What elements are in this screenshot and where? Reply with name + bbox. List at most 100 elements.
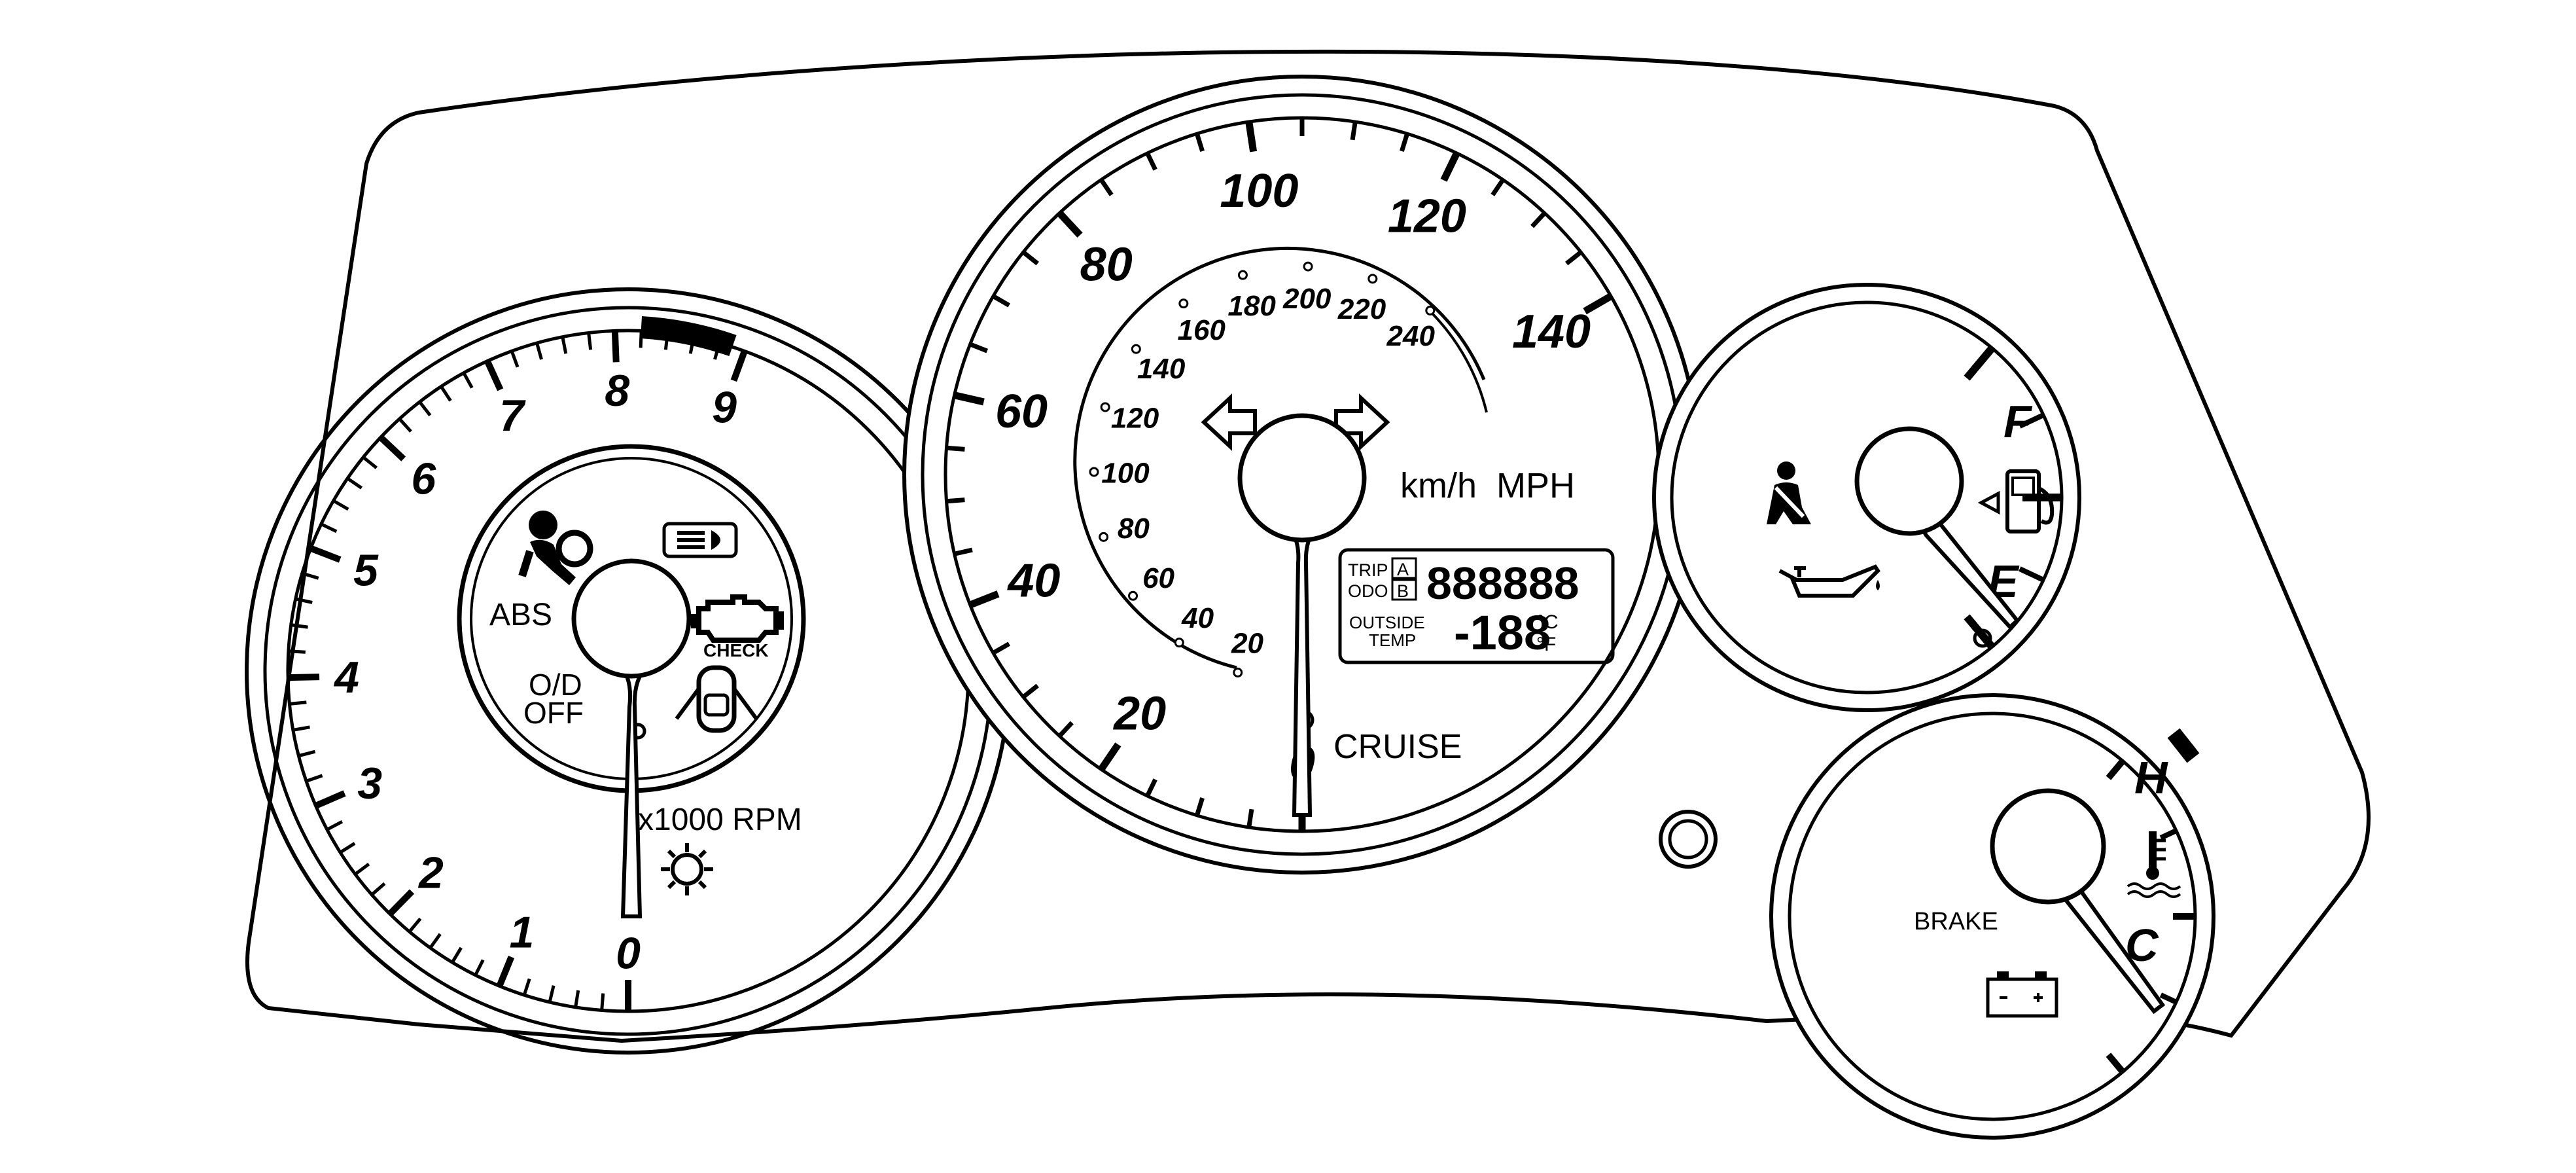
kmh-dot (1237, 270, 1248, 280)
kmh-dot (1174, 638, 1184, 648)
battery-icon (1986, 971, 2058, 1018)
tachometer-tick (510, 350, 520, 368)
tachometer-tick (429, 933, 442, 949)
odo-label: ODO (1348, 581, 1388, 601)
mph-tick (1057, 721, 1074, 738)
temperature-tick (2159, 992, 2178, 1005)
celsius-label: °C (1536, 611, 1559, 633)
kmh-dot (1128, 590, 1138, 601)
odometer-digits: 888888 (1426, 558, 1579, 609)
check-engine-label: CHECK (703, 640, 769, 660)
temperature-tick (2159, 828, 2178, 840)
mph-tick (992, 294, 1011, 308)
temperature-hub (1990, 788, 2106, 905)
mph-tick (946, 497, 965, 504)
tachometer-tick (370, 882, 386, 896)
rpm-unit-label: x1000 RPM (638, 803, 802, 837)
kmh-number: 40 (1181, 602, 1214, 634)
tachometer-tick (306, 774, 323, 783)
mph-tick (1491, 178, 1505, 196)
trip-a-label[interactable]: A (1397, 560, 1409, 579)
tachometer-tick (462, 372, 474, 389)
kmh-number: 240 (1386, 320, 1436, 352)
door-ajar-icon (675, 665, 758, 733)
kmh-dot (1100, 402, 1110, 412)
kmh-inner-arc-end (1432, 313, 1488, 413)
tachometer-number: 3 (357, 759, 382, 808)
kmh-dot (1089, 467, 1099, 477)
tachometer-hub (571, 558, 692, 679)
tachometer-tick (362, 456, 378, 469)
trip-b-label[interactable]: B (1397, 581, 1409, 601)
mph-tick (969, 342, 989, 353)
lcd-display: TRIP A ODO B 888888 OUTSIDE TEMP -188 °C… (1338, 548, 1615, 664)
mph-tick (1021, 683, 1039, 699)
mph-tick (1583, 293, 1613, 315)
outside-temp-digits: -188 (1454, 605, 1551, 660)
kmh-number: 160 (1177, 314, 1226, 346)
tachometer-tick (326, 820, 344, 831)
tachometer-tick (295, 597, 313, 604)
mph-tick (992, 641, 1011, 655)
kmh-number: 60 (1142, 562, 1174, 594)
fuel-tick (2019, 566, 2045, 583)
mph-tick (953, 547, 973, 556)
tachometer-number: 8 (605, 366, 629, 416)
tachometer-number: 5 (353, 546, 379, 596)
mph-number: 120 (1388, 190, 1466, 242)
kmh-number: 220 (1337, 293, 1386, 325)
mph-tick (968, 590, 1000, 609)
kmh-dot (1099, 532, 1109, 542)
tachometer-tick (398, 418, 412, 433)
kmh-number: 20 (1231, 628, 1263, 660)
kmh-number: 200 (1282, 283, 1332, 315)
tachometer-tick (408, 917, 422, 933)
tachometer-tick (320, 522, 338, 533)
kmh-dot (1233, 667, 1243, 677)
tachometer-tick (289, 700, 307, 706)
illumination-icon (661, 843, 713, 895)
airbag-icon (518, 511, 593, 585)
fuel-pump-icon (1977, 469, 2055, 533)
mph-number: 60 (995, 386, 1048, 438)
coolant-temp-icon (2126, 831, 2181, 898)
tachometer-tick (418, 401, 432, 417)
tachometer-tick (600, 993, 605, 1011)
fahrenheit-label: °F (1536, 634, 1556, 655)
mph-tick (1245, 121, 1258, 153)
fuel-full-label: F (2003, 396, 2033, 447)
speedometer-hub (1237, 413, 1367, 543)
tachometer-tick (378, 435, 406, 461)
trip-reset-knob-icon[interactable] (1659, 810, 1718, 869)
tachometer-tick (730, 350, 748, 382)
tachometer-number: 4 (333, 653, 359, 702)
tachometer-tick (561, 336, 568, 354)
tachometer-tick (291, 623, 308, 629)
tachometer-tick (611, 331, 620, 363)
temp-hot-label: H (2134, 752, 2168, 803)
kmh-dot (1425, 305, 1436, 316)
tachometer-number: 7 (499, 391, 526, 441)
tachometer-number: 9 (712, 382, 737, 432)
speed-units-label: km/h MPH (1400, 466, 1575, 505)
mph-number: 80 (1080, 238, 1133, 291)
mph-tick (1400, 133, 1409, 153)
kmh-number: 140 (1137, 353, 1186, 385)
tachometer-number: 0 (616, 928, 641, 978)
kmh-dot (1367, 274, 1378, 284)
kmh-inner-arc (1073, 246, 1486, 670)
mph-tick (953, 391, 985, 406)
tachometer-number: 2 (417, 848, 444, 897)
mph-tick (1195, 797, 1205, 816)
kmh-number: 100 (1101, 457, 1150, 489)
tachometer-tick (387, 889, 415, 916)
temperature-gauge: H C BRAKE (1769, 693, 2215, 1140)
tachometer-tick (496, 956, 515, 988)
tachometer-tick (288, 649, 306, 654)
seatbelt-icon (1767, 461, 1811, 524)
mph-tick (1440, 151, 1460, 182)
fuel-gauge: F E (1652, 283, 2081, 712)
tachometer-tick (339, 842, 356, 854)
tachometer-tick (292, 725, 310, 732)
